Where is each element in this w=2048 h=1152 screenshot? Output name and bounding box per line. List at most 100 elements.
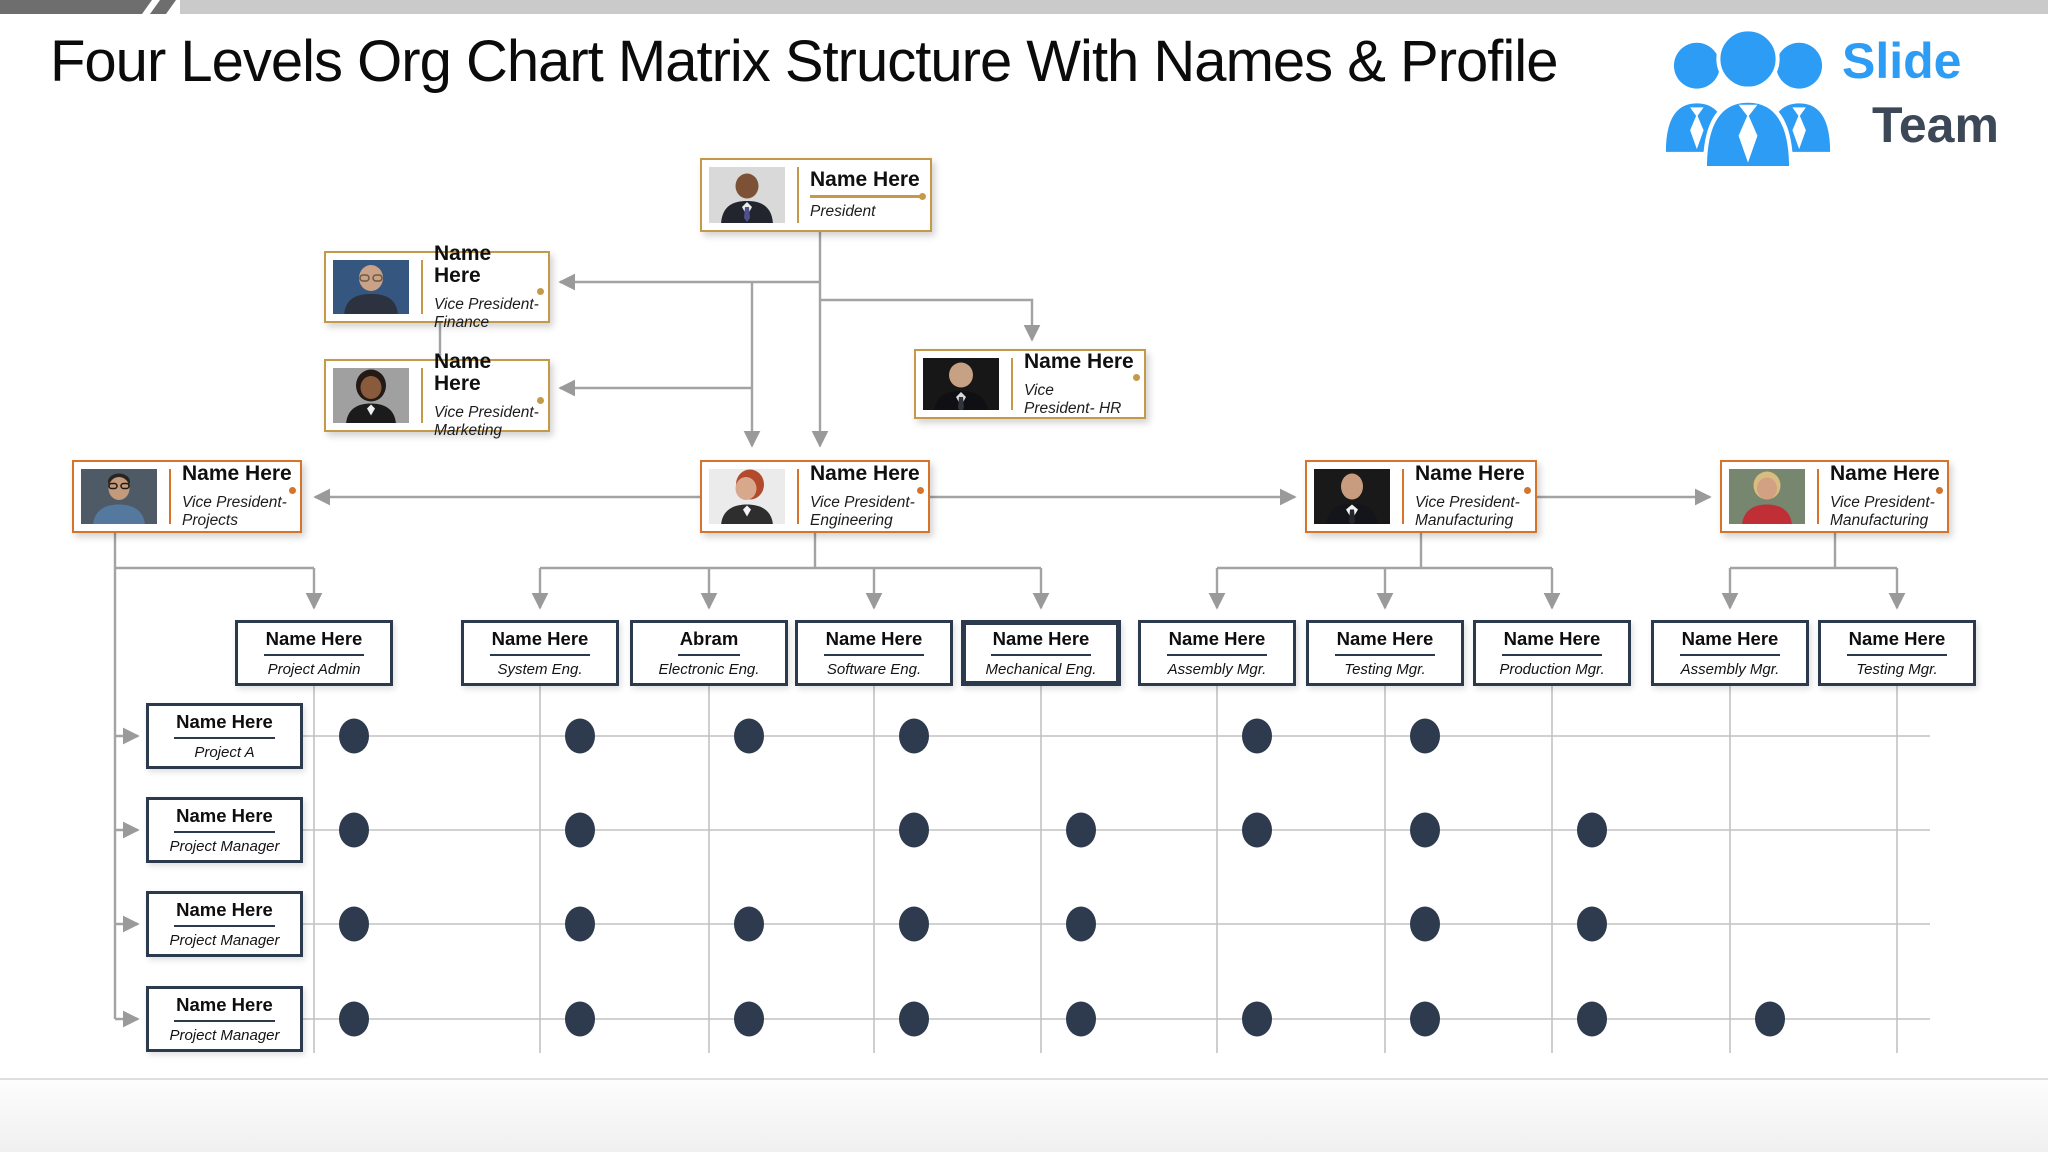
top-accent-bar bbox=[0, 0, 2048, 14]
project-card-project-a: Name Here Project A bbox=[146, 703, 303, 769]
project-name: Name Here bbox=[174, 711, 275, 739]
matrix-dot bbox=[899, 718, 929, 754]
logo-slide-text: Slide bbox=[1842, 33, 1962, 89]
matrix-dot bbox=[339, 1001, 369, 1037]
matrix-dot bbox=[1577, 1001, 1607, 1037]
dept-name: Abram bbox=[677, 628, 741, 656]
slideteam-people-icon bbox=[1665, 28, 1831, 168]
matrix-dot bbox=[1066, 1001, 1096, 1037]
president-role: President bbox=[810, 202, 876, 220]
dept-card-mechanical-eng: Name Here Mechanical Eng. bbox=[961, 620, 1121, 686]
vp-finance-name: Name Here bbox=[434, 241, 492, 287]
dept-role: Production Mgr. bbox=[1499, 661, 1605, 678]
vp-manufacturing-1-role: Vice President- Manufacturing bbox=[1415, 494, 1520, 530]
matrix-dot bbox=[565, 1001, 595, 1037]
project-role: Project Manager bbox=[169, 932, 280, 949]
matrix-dot bbox=[1066, 906, 1096, 942]
dept-name: Name Here bbox=[1166, 628, 1268, 656]
dept-role: Mechanical Eng. bbox=[985, 661, 1097, 678]
footer-strip bbox=[0, 1080, 2048, 1152]
vp-engineering-role: Vice President- Engineering bbox=[810, 494, 915, 530]
matrix-dot bbox=[734, 1001, 764, 1037]
matrix-dot bbox=[565, 906, 595, 942]
dept-card-software-eng: Name Here Software Eng. bbox=[795, 620, 953, 686]
org-card-vp-manufacturing-2: Name Here Vice President- Manufacturing bbox=[1720, 460, 1949, 533]
vp-manufacturing-1-name: Name Here bbox=[1415, 462, 1525, 486]
dept-name: Name Here bbox=[1846, 628, 1948, 656]
dept-card-testing-mgr-2: Name Here Testing Mgr. bbox=[1818, 620, 1976, 686]
project-card-manager-2: Name Here Project Manager bbox=[146, 891, 303, 957]
dept-name: Name Here bbox=[990, 628, 1092, 656]
dept-name: Name Here bbox=[1334, 628, 1436, 656]
dept-role: Project Admin bbox=[267, 661, 361, 678]
photo-vp-marketing bbox=[333, 368, 409, 423]
photo-vp-finance bbox=[333, 260, 409, 314]
matrix-dot bbox=[1755, 1001, 1785, 1037]
vp-marketing-role: Vice President- Marketing bbox=[434, 404, 539, 440]
dept-role: Electronic Eng. bbox=[658, 661, 760, 678]
matrix-dot bbox=[565, 812, 595, 848]
matrix-dot bbox=[565, 718, 595, 754]
dept-role: Assembly Mgr. bbox=[1167, 661, 1267, 678]
dept-name: Name Here bbox=[823, 628, 925, 656]
org-card-vp-projects: Name Here Vice President- Projects bbox=[72, 460, 302, 533]
dept-name: Name Here bbox=[489, 628, 591, 656]
dept-card-assembly-mgr-1: Name Here Assembly Mgr. bbox=[1138, 620, 1296, 686]
matrix-dot bbox=[1410, 906, 1440, 942]
photo-vp-projects bbox=[81, 469, 157, 524]
vp-projects-name: Name Here bbox=[182, 462, 292, 486]
org-card-president: Name Here President bbox=[700, 158, 932, 232]
vp-manufacturing-1-info: Name Here Vice President- Manufacturing bbox=[1402, 463, 1531, 529]
matrix-dot bbox=[1242, 812, 1272, 848]
vp-marketing-name: Name Here bbox=[434, 350, 492, 396]
org-card-vp-engineering: Name Here Vice President- Engineering bbox=[700, 460, 930, 533]
project-name: Name Here bbox=[174, 994, 275, 1022]
vp-engineering-info: Name Here Vice President- Engineering bbox=[797, 463, 924, 529]
matrix-dot bbox=[899, 906, 929, 942]
dept-card-testing-mgr-1: Name Here Testing Mgr. bbox=[1306, 620, 1464, 686]
vp-marketing-info: Name Here Vice President- Marketing bbox=[421, 351, 544, 439]
matrix-dot bbox=[1410, 1001, 1440, 1037]
dept-name: Name Here bbox=[263, 628, 365, 656]
matrix-dot bbox=[339, 718, 369, 754]
president-name: Name Here bbox=[810, 168, 920, 192]
project-role: Project Manager bbox=[169, 1027, 280, 1044]
matrix-dot bbox=[1066, 812, 1096, 848]
vp-engineering-name: Name Here bbox=[810, 462, 920, 486]
dept-card-electronic-eng: Abram Electronic Eng. bbox=[630, 620, 788, 686]
president-info: Name Here President bbox=[797, 167, 926, 223]
dept-role: Software Eng. bbox=[826, 661, 922, 678]
matrix-dot bbox=[1410, 812, 1440, 848]
matrix-dot bbox=[734, 718, 764, 754]
matrix-dot bbox=[339, 812, 369, 848]
vp-projects-info: Name Here Vice President- Projects bbox=[169, 463, 296, 529]
dept-card-system-eng: Name Here System Eng. bbox=[461, 620, 619, 686]
dept-card-project-admin: Name Here Project Admin bbox=[235, 620, 393, 686]
matrix-dot bbox=[1242, 1001, 1272, 1037]
vp-projects-role: Vice President- Projects bbox=[182, 494, 287, 530]
vp-manufacturing-2-name: Name Here bbox=[1830, 462, 1940, 486]
project-name: Name Here bbox=[174, 805, 275, 833]
vp-finance-role: Vice President- Finance bbox=[434, 295, 539, 331]
vp-manufacturing-2-info: Name Here Vice President- Manufacturing bbox=[1817, 463, 1943, 529]
matrix-dot bbox=[1577, 812, 1607, 848]
vp-hr-info: Name Here Vice President- HR bbox=[1011, 350, 1140, 417]
photo-vp-engineering bbox=[709, 469, 785, 524]
vp-hr-name: Name Here bbox=[1024, 349, 1134, 373]
photo-vp-hr bbox=[923, 358, 999, 410]
dept-role: Testing Mgr. bbox=[1856, 661, 1938, 678]
dept-card-assembly-mgr-2: Name Here Assembly Mgr. bbox=[1651, 620, 1809, 686]
matrix-dot bbox=[899, 812, 929, 848]
org-card-vp-marketing: Name Here Vice President- Marketing bbox=[324, 351, 550, 439]
matrix-dot bbox=[1242, 718, 1272, 754]
photo-president bbox=[709, 167, 785, 223]
slideteam-logo: Slide Team bbox=[1658, 18, 2048, 168]
accent-rule bbox=[810, 193, 926, 200]
dept-role: Testing Mgr. bbox=[1344, 661, 1426, 678]
project-role: Project Manager bbox=[169, 838, 280, 855]
org-card-vp-finance: Name Here Vice President- Finance bbox=[324, 242, 550, 331]
vp-manufacturing-2-role: Vice President- Manufacturing bbox=[1830, 494, 1935, 530]
vp-hr-role: Vice President- HR bbox=[1024, 381, 1122, 417]
